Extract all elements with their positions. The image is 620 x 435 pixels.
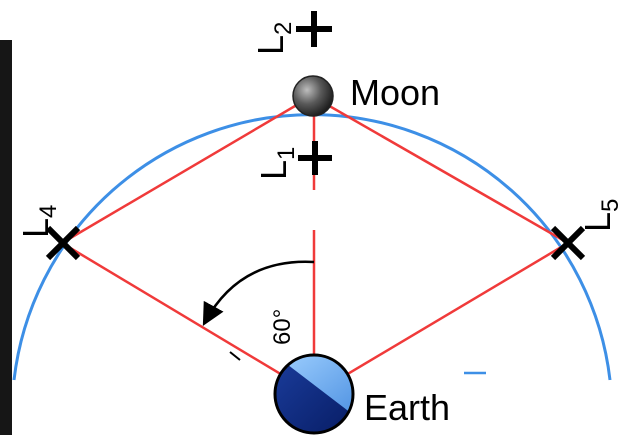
moon-label: Moon: [350, 72, 440, 113]
line-l4-moon: [61, 94, 313, 245]
l5-label: L5: [577, 199, 620, 232]
angle-label: 60°: [269, 309, 296, 345]
l4-marker: [45, 225, 81, 261]
l2-label: L2: [250, 22, 297, 55]
l4-label: L4: [15, 205, 62, 238]
small-black-dash: [229, 351, 241, 361]
line-l4-earth: [61, 241, 315, 396]
construction-lines: [61, 94, 569, 396]
l5-marker: [550, 225, 586, 261]
moon: [292, 75, 334, 117]
l1-marker: [298, 141, 332, 175]
earth-label: Earth: [364, 387, 450, 428]
left-dark-border: [0, 40, 12, 435]
angle-arc-arrow: [202, 260, 315, 326]
l1-label: L1: [253, 147, 300, 180]
l2-marker: [296, 11, 332, 47]
line-moon-l5: [311, 94, 569, 245]
line-l5-earth: [313, 241, 569, 396]
earth: [273, 353, 355, 435]
